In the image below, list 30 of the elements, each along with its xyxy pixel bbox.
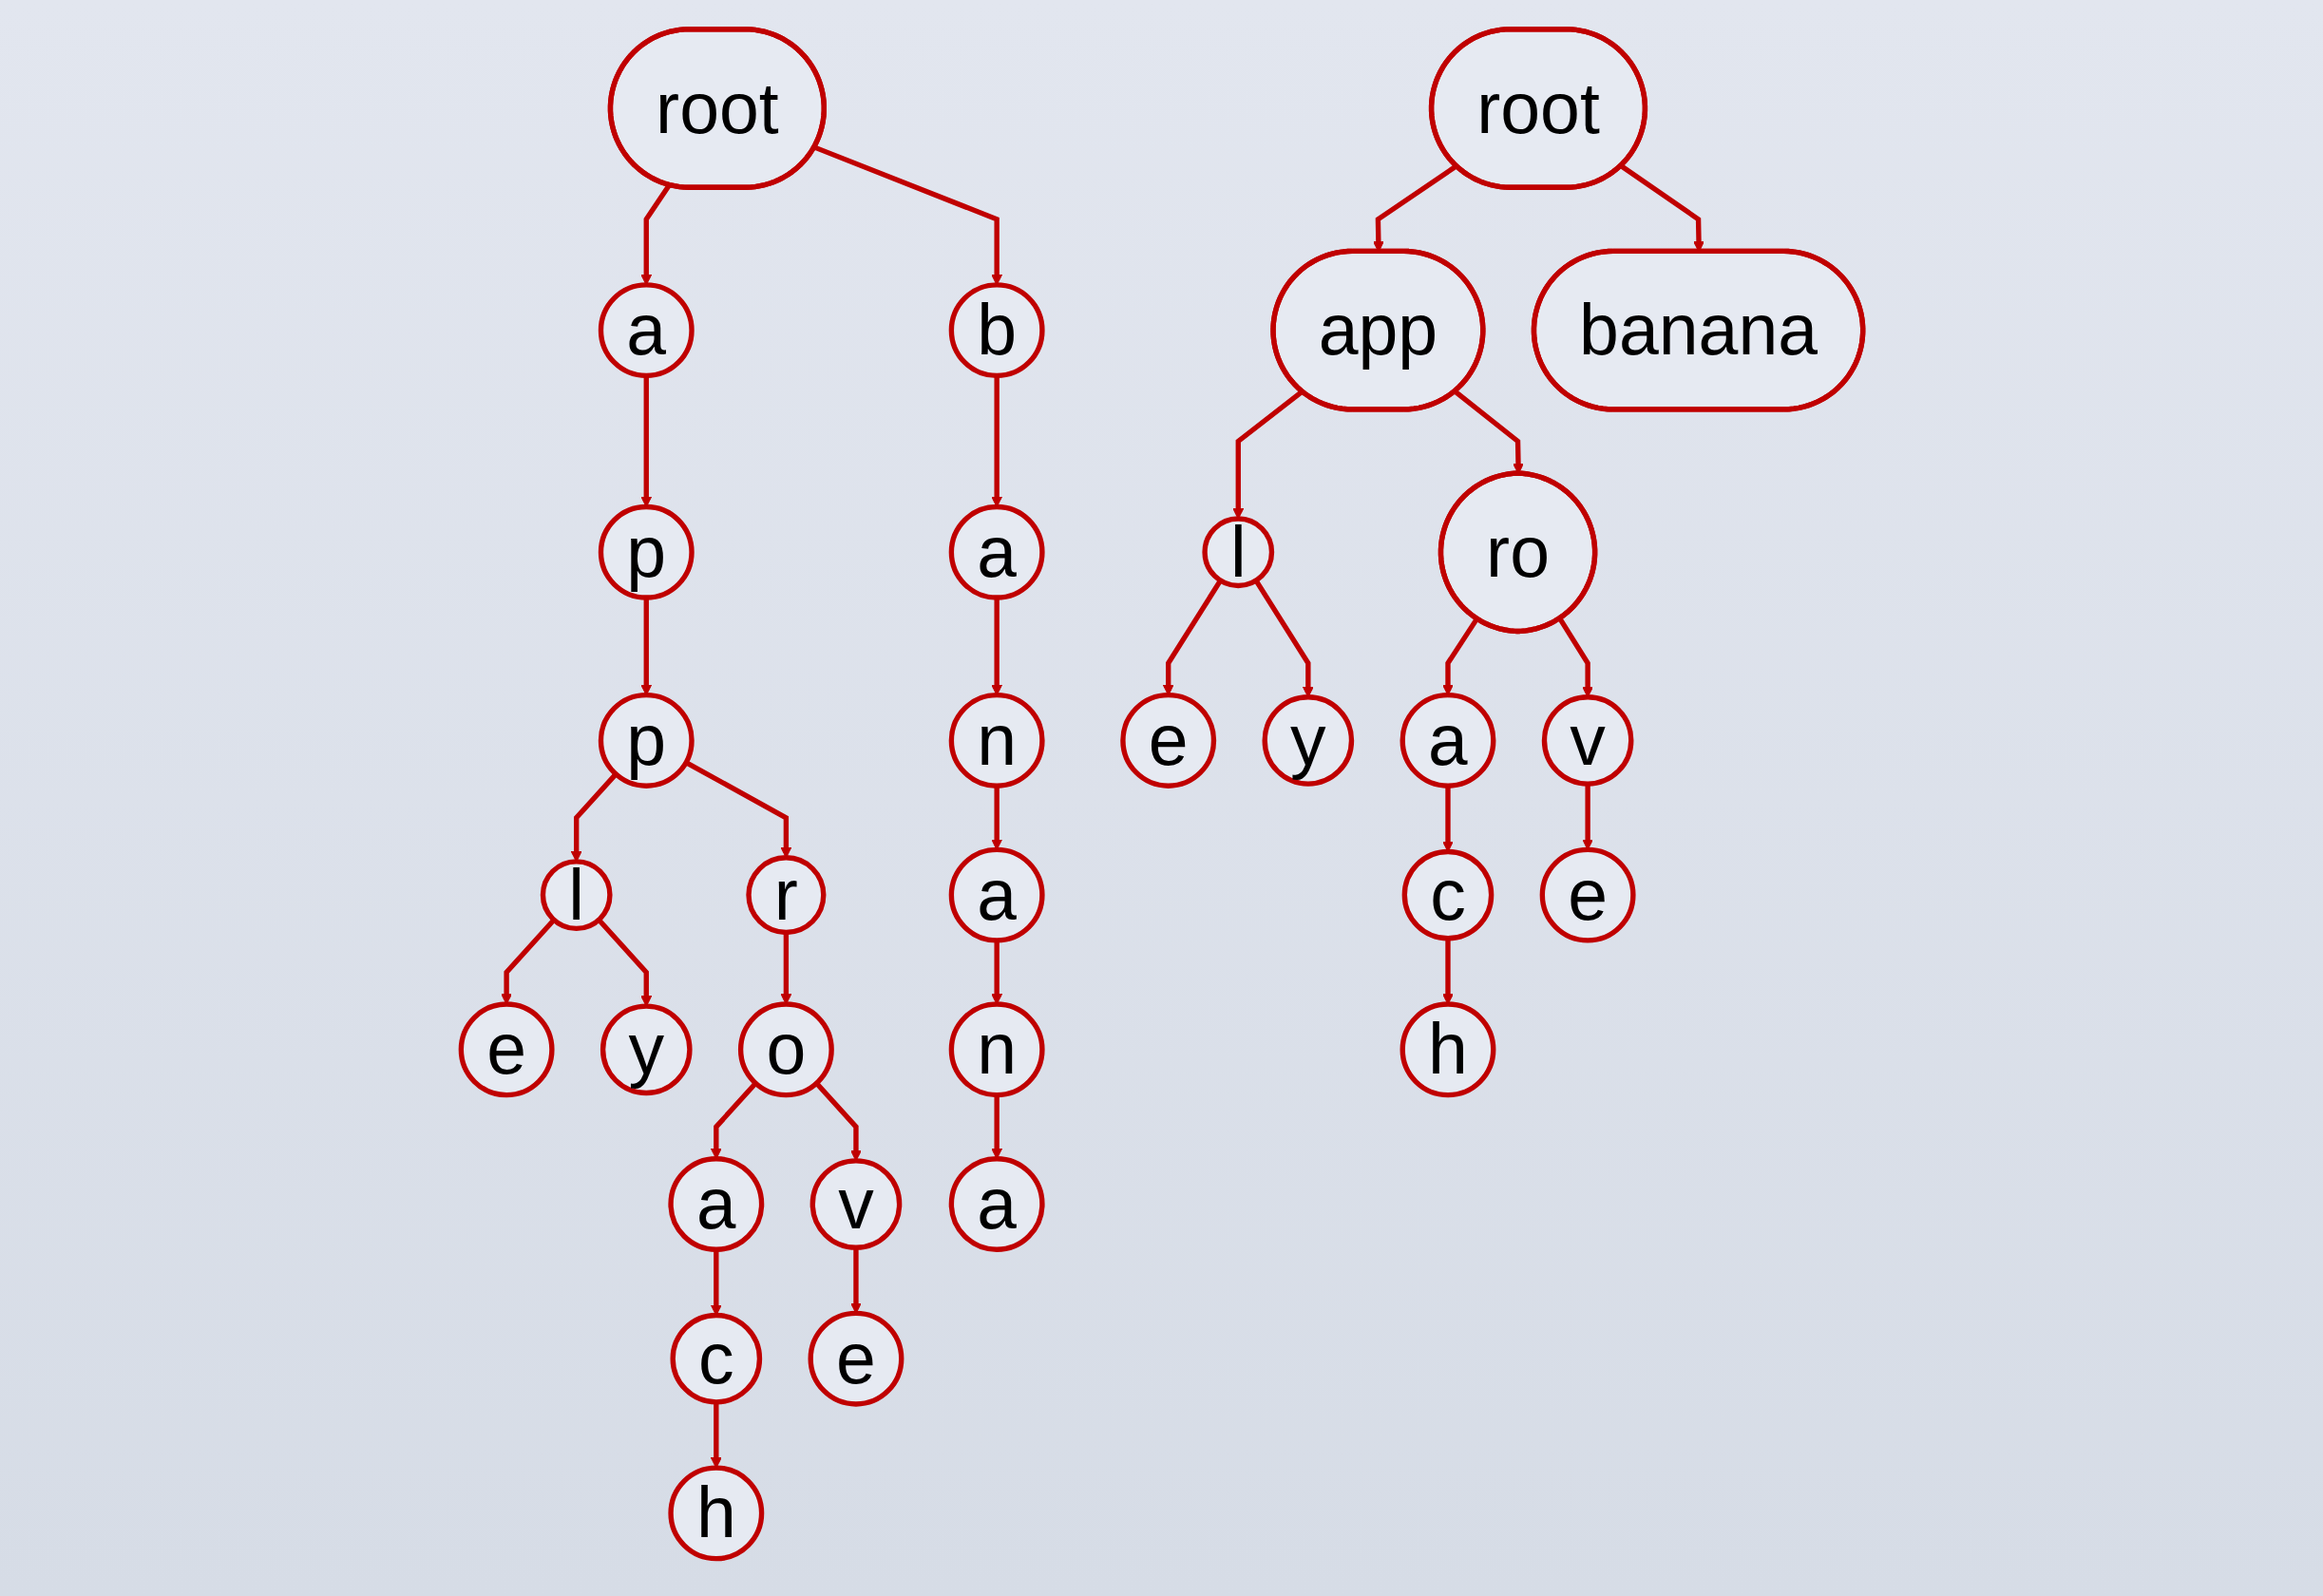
node-circle: y <box>1262 694 1354 787</box>
node-circle: p <box>598 693 695 788</box>
arrow <box>849 1247 862 1314</box>
node-circle: o <box>737 1001 834 1098</box>
node-circle: a <box>598 282 695 379</box>
node-circle: e <box>808 1310 904 1407</box>
node-circle: b <box>948 282 1045 379</box>
node-circle: e <box>1539 846 1636 943</box>
node-circle: a <box>948 1156 1045 1252</box>
node-circle: y <box>600 1003 693 1096</box>
node-circle: r <box>745 855 826 936</box>
node-circle: l <box>1201 516 1274 589</box>
node-circle: h <box>1400 1001 1495 1098</box>
node-circle: n <box>948 693 1045 788</box>
node-circle: e <box>1119 693 1216 788</box>
arrow <box>990 786 1002 850</box>
node-circle: a <box>948 846 1045 943</box>
arrow <box>1441 786 1454 852</box>
node-circle: c <box>1401 848 1494 941</box>
node-circle: p <box>598 504 695 600</box>
node-circle: c <box>670 1312 762 1405</box>
node-circle: n <box>948 1001 1045 1098</box>
node-circle: l <box>540 859 613 932</box>
node-circle: v <box>809 1158 902 1250</box>
node-circle: a <box>948 504 1045 600</box>
node-circle: e <box>458 1001 555 1098</box>
node-circle: v <box>1541 694 1633 787</box>
node-circle: a <box>1400 693 1495 788</box>
node-circle: a <box>667 1156 764 1252</box>
node-circle: h <box>667 1465 764 1562</box>
